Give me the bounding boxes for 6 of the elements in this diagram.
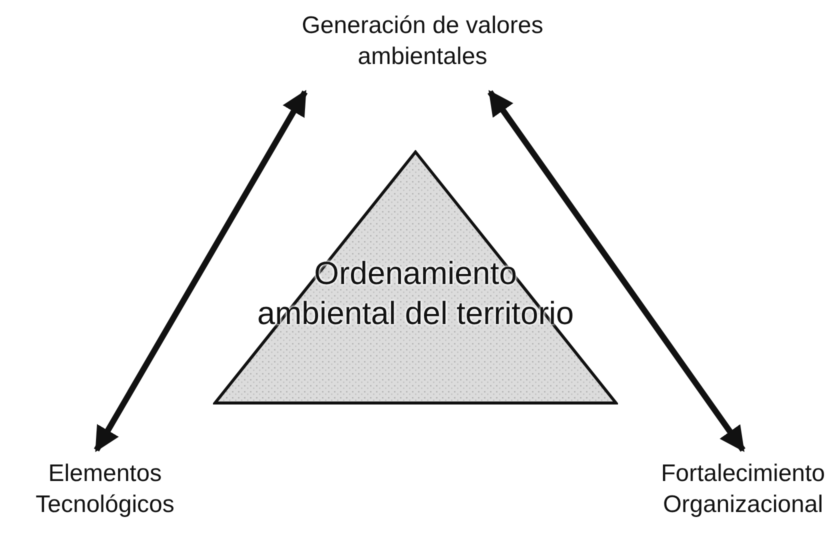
triangle-shape: [213, 150, 618, 405]
double-arrow: [94, 90, 308, 452]
double-arrow: [488, 90, 746, 452]
node-label: Elementos Tecnológicos: [34, 458, 176, 520]
node-label: Generación de valores ambientales: [300, 11, 544, 72]
node-label: Fortalecimiento Organizacional: [660, 458, 826, 520]
